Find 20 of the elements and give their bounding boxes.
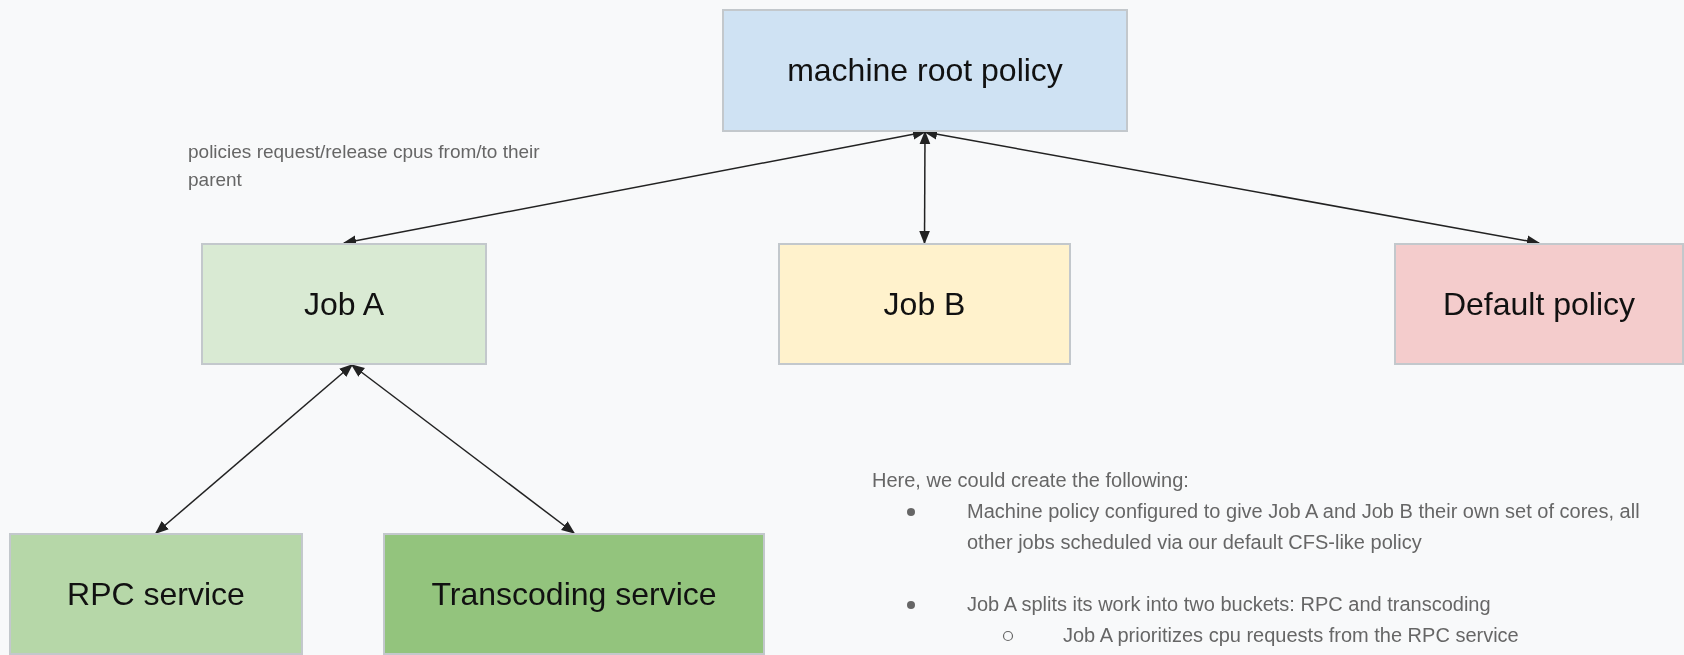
node-label: Job A (303, 285, 385, 323)
node-label: Transcoding service (431, 575, 717, 613)
sub-bullet-item: Job A prioritizes cpu requests from the RPC service (1063, 623, 1520, 648)
double-headed-arrow (919, 130, 931, 245)
node-label: Job B (883, 285, 966, 323)
double-headed-arrow (350, 364, 576, 534)
node-label: Default policy (1442, 285, 1636, 323)
bullet-item: Job A splits its work into two buckets: RPC and transcoding (967, 592, 1492, 617)
policy-box (383, 533, 765, 655)
annotation-note: policies request/release cpus from/to their parent (188, 140, 541, 192)
policy-box (1394, 243, 1684, 365)
policy-box (778, 243, 1071, 365)
bullet-item: Machine policy configured to give Job A and Job B their own set of cores, all other jobs scheduled via our default CFS-like policy (967, 499, 1641, 555)
root-policy-box (722, 9, 1128, 132)
policy-box (9, 533, 303, 655)
policy-box (201, 243, 487, 365)
double-headed-arrow (155, 364, 353, 534)
intro-text: Here, we could create the following: (872, 468, 1190, 493)
node-label: RPC service (67, 575, 245, 613)
node-label: machine root policy (787, 52, 1063, 89)
